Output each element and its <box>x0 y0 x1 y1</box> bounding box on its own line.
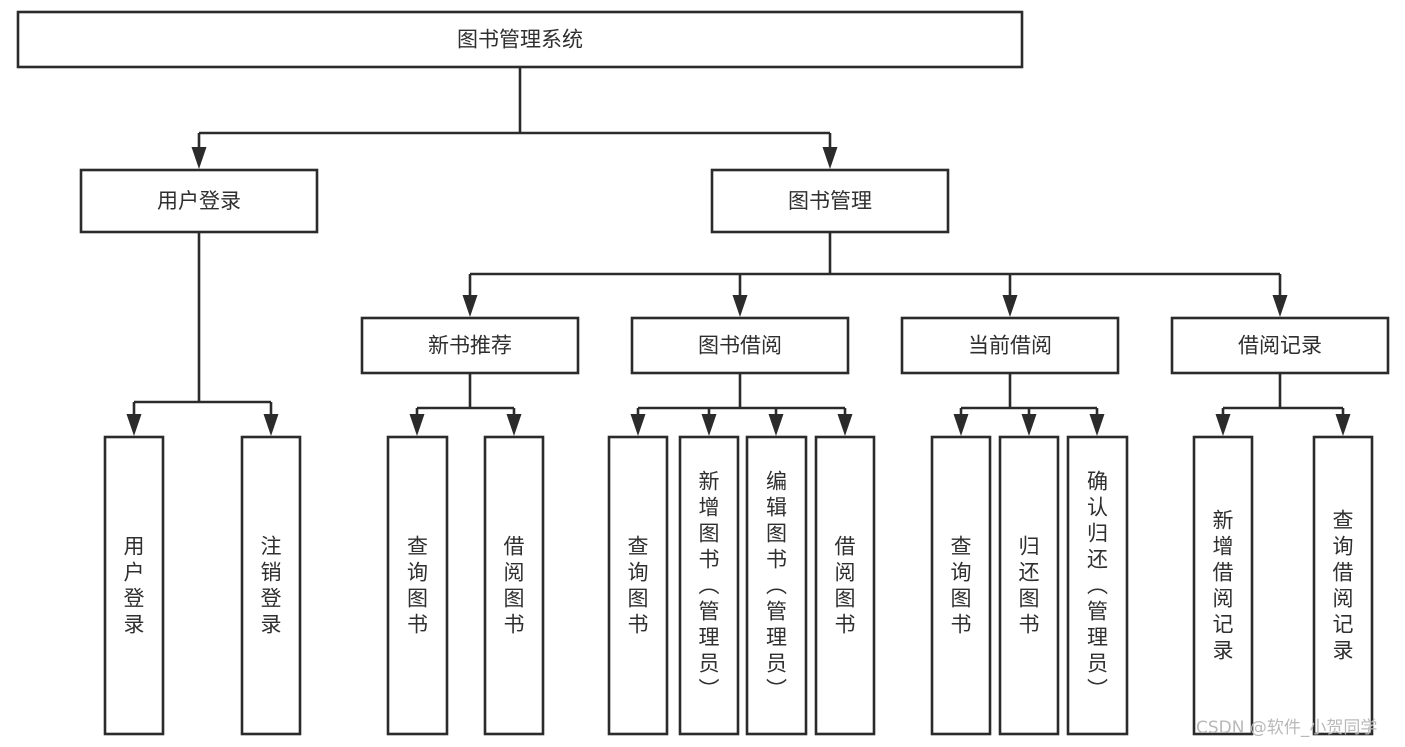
node-leaf-query-book-1[interactable]: 查询图书 <box>386 435 449 736</box>
node-label-book-manage: 图书管理 <box>788 189 872 213</box>
node-label-borrow-record: 借阅记录 <box>1238 334 1322 358</box>
node-leaf-return-book[interactable]: 归还图书 <box>998 435 1060 736</box>
node-label-leaf-return-book: 归还图书 <box>1019 535 1040 637</box>
node-leaf-query-record[interactable]: 查询借阅记录 <box>1312 435 1374 736</box>
conn-root <box>191 67 838 169</box>
node-label-root: 图书管理系统 <box>457 28 583 52</box>
arrow-head-icon <box>732 295 748 317</box>
node-label-leaf-confirm-return: 确认归还︵管理员︶ <box>1087 470 1108 702</box>
node-box-leaf-edit-book <box>745 435 808 736</box>
arrow-head-icon <box>1272 295 1288 317</box>
node-user-login[interactable]: 用户登录 <box>79 168 319 234</box>
arrow-head-icon <box>506 414 522 436</box>
node-label-leaf-query-book-1: 查询图书 <box>407 535 428 637</box>
node-label-book-borrow: 图书借阅 <box>698 334 782 358</box>
node-root[interactable]: 图书管理系统 <box>16 10 1024 69</box>
arrow-head-icon <box>953 414 969 436</box>
node-label-leaf-borrow-book-2: 借阅图书 <box>835 535 856 637</box>
arrow-head-icon <box>1335 414 1351 436</box>
node-leaf-query-book-2[interactable]: 查询图书 <box>607 435 669 736</box>
node-box-leaf-add-record <box>1192 435 1254 736</box>
node-box-leaf-confirm-return <box>1066 435 1129 736</box>
node-label-leaf-add-record: 新增借阅记录 <box>1213 509 1234 663</box>
node-current-borrow[interactable]: 当前借阅 <box>900 316 1120 375</box>
node-leaf-add-record[interactable]: 新增借阅记录 <box>1192 435 1254 736</box>
arrow-head-icon <box>1002 295 1018 317</box>
node-label-current-borrow: 当前借阅 <box>968 334 1052 358</box>
node-leaf-edit-book[interactable]: 编辑图书︵管理员︶ <box>745 435 808 736</box>
node-label-new-book-rec: 新书推荐 <box>428 334 512 358</box>
node-label-leaf-query-book-2: 查询图书 <box>628 535 649 637</box>
node-label-leaf-user-logout: 注销登录 <box>261 535 282 637</box>
csdn-watermark: CSDN @软件_小贺同学 <box>1196 718 1377 738</box>
arrow-head-icon <box>1089 414 1105 436</box>
arrow-head-icon <box>1021 414 1037 436</box>
node-box-leaf-query-book-3 <box>930 435 992 736</box>
node-label-leaf-borrow-book-1: 借阅图书 <box>504 535 525 637</box>
connector-layer <box>126 67 1351 436</box>
arrow-head-icon <box>409 414 425 436</box>
node-label-leaf-query-book-3: 查询图书 <box>951 535 972 637</box>
conn-book-manage <box>462 232 1288 317</box>
node-box-leaf-user-login <box>103 435 165 736</box>
node-leaf-borrow-book-2[interactable]: 借阅图书 <box>814 435 876 736</box>
node-borrow-record[interactable]: 借阅记录 <box>1170 316 1390 375</box>
node-box-user-login <box>79 168 319 234</box>
node-box-current-borrow <box>900 316 1120 375</box>
node-box-leaf-query-book-2 <box>607 435 669 736</box>
arrow-head-icon <box>701 414 717 436</box>
node-box-book-borrow <box>630 316 850 375</box>
arrow-head-icon <box>837 414 853 436</box>
node-box-leaf-query-record <box>1312 435 1374 736</box>
node-box-leaf-query-book-1 <box>386 435 449 736</box>
conn-borrow-record <box>1215 373 1351 436</box>
conn-book-borrow <box>630 373 853 436</box>
node-box-new-book-rec <box>360 316 580 375</box>
node-box-leaf-return-book <box>998 435 1060 736</box>
node-box-leaf-user-logout <box>240 435 302 736</box>
node-box-borrow-record <box>1170 316 1390 375</box>
arrow-head-icon <box>126 414 142 436</box>
node-book-borrow[interactable]: 图书借阅 <box>630 316 850 375</box>
arrow-head-icon <box>1215 414 1231 436</box>
node-label-leaf-edit-book: 编辑图书︵管理员︶ <box>766 470 787 702</box>
node-leaf-borrow-book-1[interactable]: 借阅图书 <box>483 435 545 736</box>
node-label-leaf-user-login: 用户登录 <box>124 535 145 637</box>
node-box-book-manage <box>710 168 950 234</box>
arrow-head-icon <box>630 414 646 436</box>
arrow-head-icon <box>263 414 279 436</box>
node-leaf-user-login[interactable]: 用户登录 <box>103 435 165 736</box>
node-leaf-confirm-return[interactable]: 确认归还︵管理员︶ <box>1066 435 1129 736</box>
node-leaf-user-logout[interactable]: 注销登录 <box>240 435 302 736</box>
arrow-head-icon <box>768 414 784 436</box>
arrow-head-icon <box>191 147 207 169</box>
node-book-manage[interactable]: 图书管理 <box>710 168 950 234</box>
node-layer: 图书管理系统用户登录图书管理新书推荐图书借阅当前借阅借阅记录用户登录注销登录查询… <box>16 10 1390 736</box>
arrow-head-icon <box>462 295 478 317</box>
node-box-leaf-borrow-book-1 <box>483 435 545 736</box>
node-box-leaf-borrow-book-2 <box>814 435 876 736</box>
node-new-book-rec[interactable]: 新书推荐 <box>360 316 580 375</box>
node-box-leaf-add-book <box>678 435 740 736</box>
node-leaf-add-book[interactable]: 新增图书︵管理员︶ <box>678 435 740 736</box>
node-label-leaf-query-record: 查询借阅记录 <box>1333 509 1354 663</box>
node-label-leaf-add-book: 新增图书︵管理员︶ <box>699 470 720 702</box>
conn-new-book-rec <box>409 373 522 436</box>
node-leaf-query-book-3[interactable]: 查询图书 <box>930 435 992 736</box>
node-box-root <box>16 10 1024 69</box>
conn-current-borrow <box>953 373 1105 436</box>
node-label-user-login: 用户登录 <box>157 189 241 213</box>
conn-user-login <box>126 232 279 436</box>
arrow-head-icon <box>822 147 838 169</box>
